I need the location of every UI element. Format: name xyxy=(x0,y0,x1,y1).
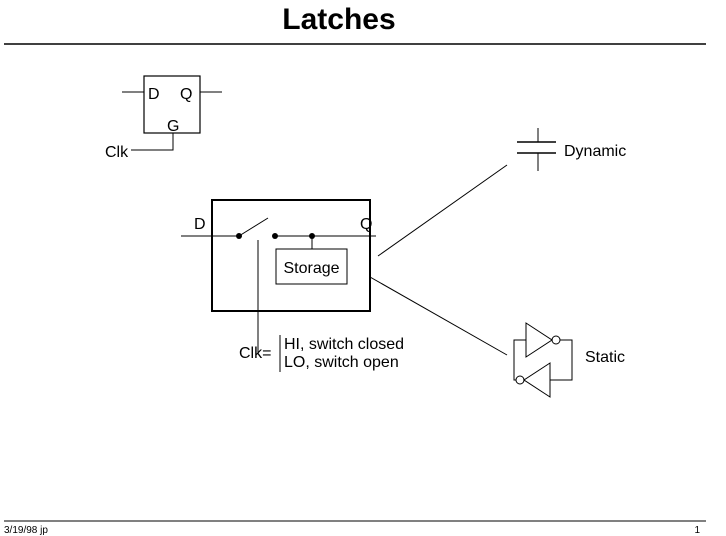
slide-title: Latches xyxy=(282,3,395,36)
latch-box xyxy=(143,75,201,134)
switch-latch-model: D Q Storage xyxy=(181,199,376,354)
switch-q-label: Q xyxy=(360,216,372,233)
clk-lo-text: LO, switch open xyxy=(284,354,399,371)
capacitor-symbol xyxy=(517,128,556,171)
feedback-wire-right xyxy=(550,339,573,381)
static-label: Static xyxy=(585,349,625,366)
storage-box xyxy=(275,248,348,285)
switch-arm xyxy=(238,217,269,237)
inverter-top-icon xyxy=(525,322,553,358)
clk-hi-text: HI, switch closed xyxy=(284,336,404,353)
dynamic-link-line xyxy=(377,164,508,257)
latch-d-label: D xyxy=(148,86,160,103)
inverter-top-bubble xyxy=(551,335,561,345)
latch-g-label: G xyxy=(167,118,179,135)
latch-clk-label: Clk xyxy=(105,144,129,161)
storage-label: Storage xyxy=(283,260,339,277)
static-link-line xyxy=(369,276,508,356)
cross-coupled-inverters xyxy=(513,322,573,398)
latch-clk-wire xyxy=(131,133,174,151)
dynamic-label: Dynamic xyxy=(564,143,626,160)
page-number: 1 xyxy=(694,525,700,536)
footer-date: 3/19/98 jp xyxy=(4,525,48,536)
latch-q-label: Q xyxy=(180,86,192,103)
inverter-bottom-bubble xyxy=(515,375,525,385)
clk-legend: Clk= HI, switch closed LO, switch open xyxy=(239,335,404,372)
clk-prefix: Clk= xyxy=(239,345,271,362)
feedback-wire-left xyxy=(513,339,526,381)
switch-latch-box xyxy=(211,199,371,312)
latch-symbol: D Q G Clk xyxy=(105,75,222,161)
switch-d-label: D xyxy=(194,216,206,233)
inverter-bottom-icon xyxy=(523,362,551,398)
